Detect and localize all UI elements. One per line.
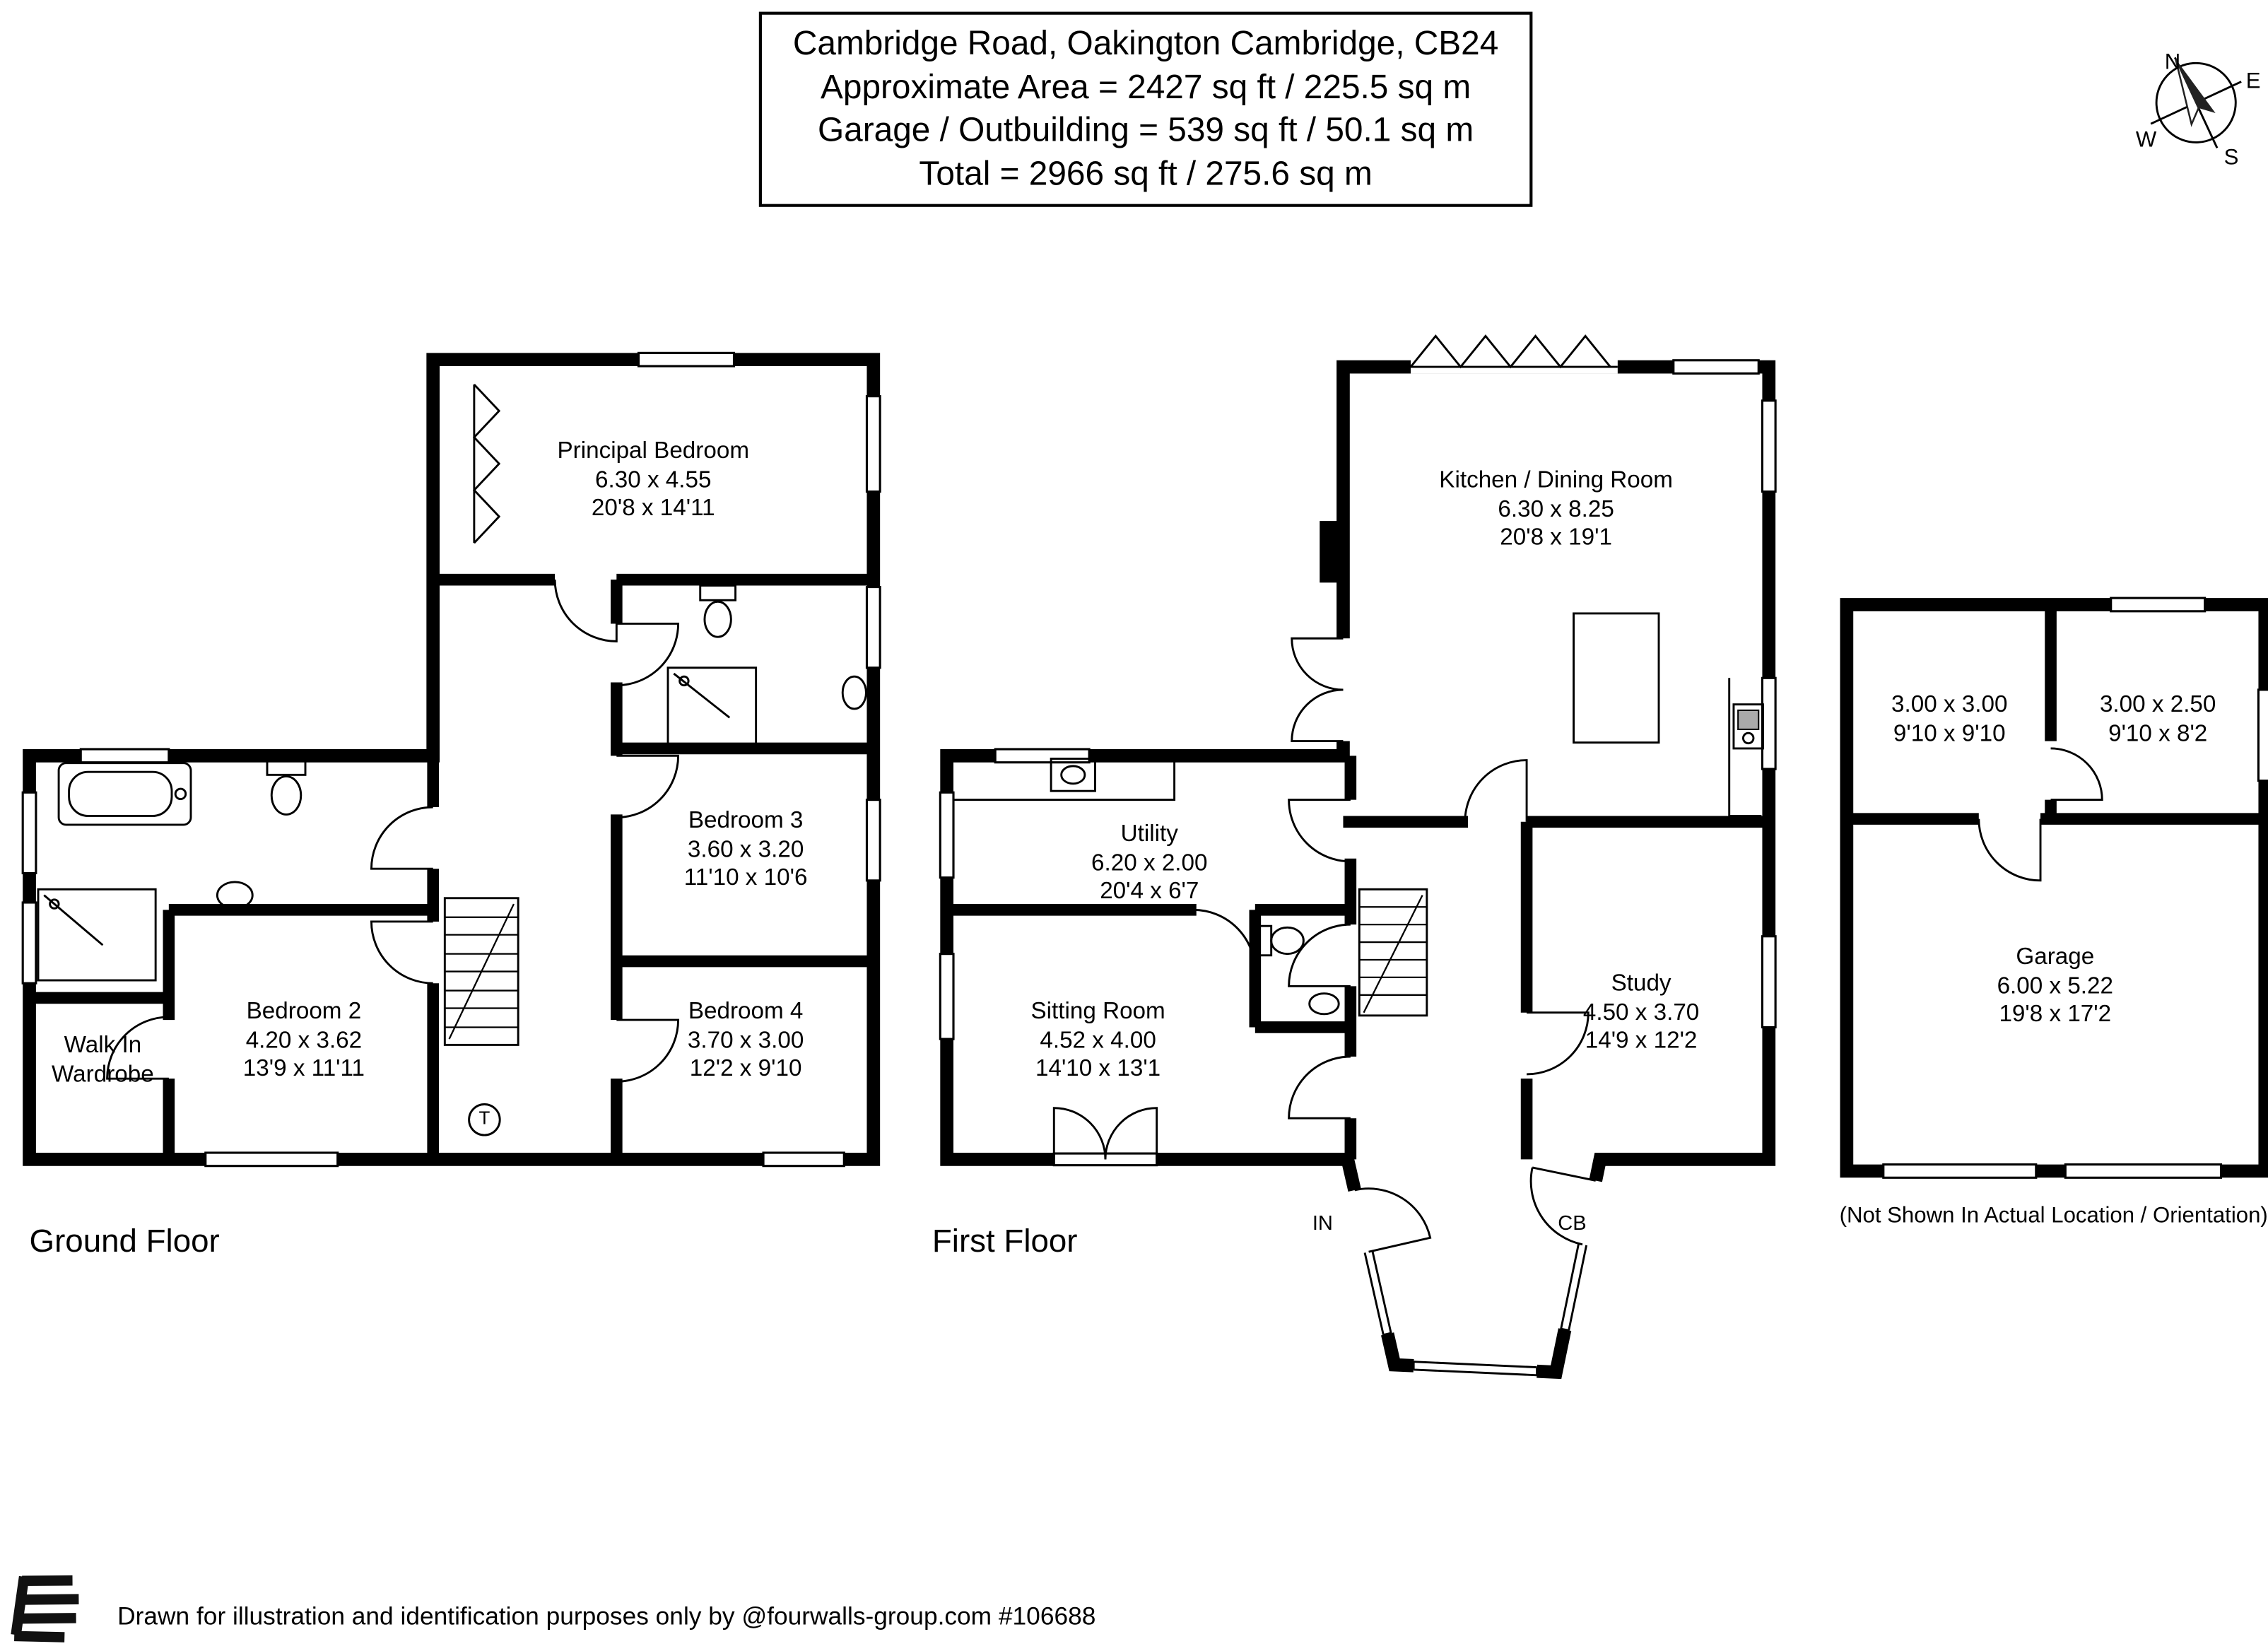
compass-west-label: W [2136,127,2157,152]
wardrobe-zigzag-icon [472,384,501,544]
room-label-outbuilding-2: 3.00 x 2.50 9'10 x 8'2 [2040,691,2268,748]
outbuilding-note: (Not Shown In Actual Location / Orientat… [1839,1203,2268,1228]
compass-rose: N E S W [2136,49,2261,170]
cupboard-door [1529,1166,1604,1247]
bathtub-icon [57,762,192,826]
room-name: Walk In Wardrobe [52,1033,154,1087]
cupboard-label: CB [1558,1211,1587,1235]
room-name: Bedroom 4 [688,999,804,1025]
toilet-icon [266,758,307,816]
kitchen-sink-icon [1728,678,1764,817]
room-label-bedroom-3: Bedroom 3 3.60 x 3.20 11'10 x 10'6 [613,807,878,893]
room-dim-metric: 6.20 x 2.00 [1091,850,1208,876]
wc-toilet-icon [1257,924,1305,957]
kitchen-island [1573,612,1660,744]
ground-floor-plan [21,351,881,1168]
room-dim-metric: 4.52 x 4.00 [1040,1028,1156,1053]
room-dim-imperial: 12'2 x 9'10 [689,1057,802,1082]
room-label-study: Study 4.50 x 3.70 14'9 x 12'2 [1517,970,1766,1056]
utility-sink-icon [954,758,1176,801]
room-dim-metric: 3.70 x 3.00 [687,1028,804,1053]
room-dim-imperial: 19'8 x 17'2 [1999,1002,2112,1028]
room-label-outbuilding-1: 3.00 x 3.00 9'10 x 9'10 [1832,691,2067,748]
room-dim-imperial: 11'10 x 10'6 [683,866,808,891]
first-floor-doors [1052,637,1590,1167]
room-dim-metric: 3.60 x 3.20 [687,837,804,862]
ground-floor-windows [21,351,881,1168]
footer-disclaimer: Drawn for illustration and identificatio… [117,1602,1096,1631]
compass-south-label: S [2224,145,2239,170]
room-dim-metric: 3.00 x 3.00 [1891,693,2008,718]
ground-floor-doors [106,580,680,1083]
room-label-kitchen-dining: Kitchen / Dining Room 6.30 x 8.25 20'8 x… [1394,466,1717,552]
shower-icon [37,888,157,982]
room-name: Garage [2016,945,2095,970]
wc-sink-icon [1308,992,1340,1016]
room-dim-metric: 6.30 x 8.25 [1498,496,1614,522]
room-label-walk-in-wardrobe: Walk In Wardrobe [30,1032,177,1089]
bifold-door-zigzag [1409,334,1618,374]
title-block: Cambridge Road, Oakington Cambridge, CB2… [758,11,1533,207]
room-dim-imperial: 9'10 x 9'10 [1893,721,2006,746]
room-dim-metric: 6.00 x 5.22 [1997,973,2114,999]
title-total: Total = 2966 sq ft / 275.6 sq m [919,153,1373,192]
first-floor-label: First Floor [932,1222,1078,1259]
room-name: Sitting Room [1030,999,1165,1025]
stairs-icon [443,897,519,1046]
first-floor-windows [939,359,1777,1040]
room-dim-imperial: 14'10 x 13'1 [1035,1057,1161,1082]
room-dim-imperial: 14'9 x 12'2 [1585,1028,1698,1054]
room-dim-imperial: 9'10 x 8'2 [2108,721,2208,746]
room-name: Kitchen / Dining Room [1439,468,1673,493]
room-label-bedroom-4: Bedroom 4 3.70 x 3.00 12'2 x 9'10 [613,998,878,1083]
outbuilding-plan [1840,597,2268,1179]
room-dim-imperial: 20'8 x 14'11 [591,495,715,522]
room-label-sitting-room: Sitting Room 4.52 x 4.00 14'10 x 13'1 [966,998,1230,1083]
room-label-principal-bedroom: Principal Bedroom 6.30 x 4.55 20'8 x 14'… [507,437,800,523]
room-dim-metric: 4.20 x 3.62 [245,1028,363,1053]
first-floor-plan [939,334,1777,1380]
thermostat-icon [468,1103,501,1136]
ground-floor-label: Ground Floor [29,1222,220,1259]
room-name: Study [1611,971,1671,997]
sink-icon [216,881,254,910]
ensuite-sink-icon [841,675,867,710]
room-name: Utility [1120,821,1178,847]
room-name: Principal Bedroom [557,438,750,464]
outbuilding-windows [1882,597,2268,1179]
title-address: Cambridge Road, Oakington Cambridge, CB2… [792,23,1499,62]
ensuite-shower-icon [666,666,758,746]
room-dim-metric: 4.50 x 3.70 [1582,1000,1700,1026]
room-dim-metric: 3.00 x 2.50 [2099,693,2216,718]
outbuilding-interior-walls [1846,604,2265,825]
thermostat-label: T [478,1107,490,1129]
room-name: Bedroom 2 [246,999,362,1025]
title-garage: Garage / Outbuilding = 539 sq ft / 50.1 … [818,110,1474,148]
room-label-bedroom-2: Bedroom 2 4.20 x 3.62 13'9 x 11'11 [172,998,436,1083]
compass-east-label: E [2246,69,2261,93]
outbuilding-doors [1978,747,2103,882]
first-floor-stairs-icon [1358,888,1428,1017]
room-dim-imperial: 20'8 x 19'1 [1500,525,1612,551]
bay-windows [1351,1209,1593,1380]
entrance-label: IN [1312,1211,1333,1235]
title-area: Approximate Area = 2427 sq ft / 225.5 sq… [821,66,1471,105]
fourwalls-logo [11,1575,79,1643]
room-dim-imperial: 13'9 x 11'11 [242,1057,365,1082]
room-dim-metric: 6.30 x 4.55 [595,467,712,493]
room-label-utility: Utility 6.20 x 2.00 20'4 x 6'7 [1017,821,1281,906]
room-dim-imperial: 20'4 x 6'7 [1100,879,1199,905]
chimney-breast [1320,521,1345,583]
ground-floor-interior-walls [29,573,874,1160]
entrance-door [1346,1187,1432,1254]
compass-north-label: N [2165,49,2181,74]
ensuite-toilet-icon [699,584,737,638]
room-name: Bedroom 3 [688,809,804,834]
room-label-garage: Garage 6.00 x 5.22 19'8 x 17'2 [1923,944,2187,1029]
